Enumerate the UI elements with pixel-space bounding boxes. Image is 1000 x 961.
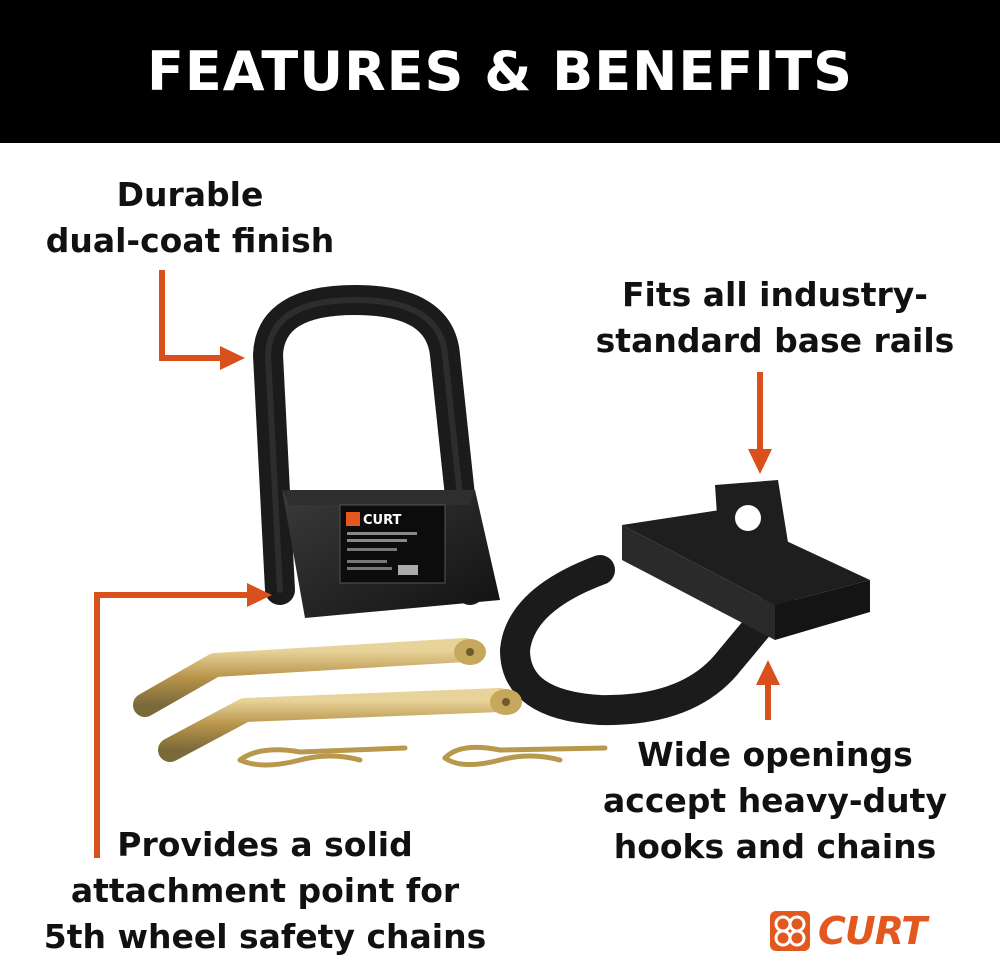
hairpin-clips xyxy=(237,744,608,768)
callout-rails: Fits all industry- standard base rails xyxy=(585,272,965,364)
right-safety-loop xyxy=(499,480,870,726)
hitch-pins xyxy=(133,638,522,762)
header-banner: FEATURES & BENEFITS xyxy=(0,0,1000,143)
banner-title: FEATURES & BENEFITS xyxy=(147,40,853,103)
arrow-attachment xyxy=(94,583,272,858)
left-safety-loop: CURT xyxy=(252,284,500,618)
callout-openings-line: accept heavy-duty xyxy=(603,781,947,820)
curt-emblem-icon xyxy=(770,911,810,951)
callout-attachment-line: 5th wheel safety chains xyxy=(43,917,487,956)
callout-openings-line: hooks and chains xyxy=(613,827,937,866)
arrow-rails xyxy=(748,372,772,474)
curt-logo-text: CURT xyxy=(818,909,927,953)
arrow-openings xyxy=(756,660,780,720)
callout-attachment-line: attachment point for xyxy=(70,871,460,910)
callout-attachment: Provides a solid attachment point for 5t… xyxy=(25,822,505,960)
product-label-brand: CURT xyxy=(363,513,402,528)
callout-openings: Wide openings accept heavy-duty hooks an… xyxy=(590,732,960,870)
callout-attachment-line: Provides a solid xyxy=(117,825,413,864)
callout-finish-line: dual-coat finish xyxy=(45,221,335,260)
callout-finish: Durable dual-coat finish xyxy=(40,172,340,264)
arrow-finish xyxy=(159,270,245,370)
callout-finish-line: Durable xyxy=(116,175,264,214)
callout-rails-line: Fits all industry- xyxy=(622,275,928,314)
callout-openings-line: Wide openings xyxy=(637,735,913,774)
curt-logo: CURT xyxy=(768,907,963,955)
callout-rails-line: standard base rails xyxy=(595,321,955,360)
